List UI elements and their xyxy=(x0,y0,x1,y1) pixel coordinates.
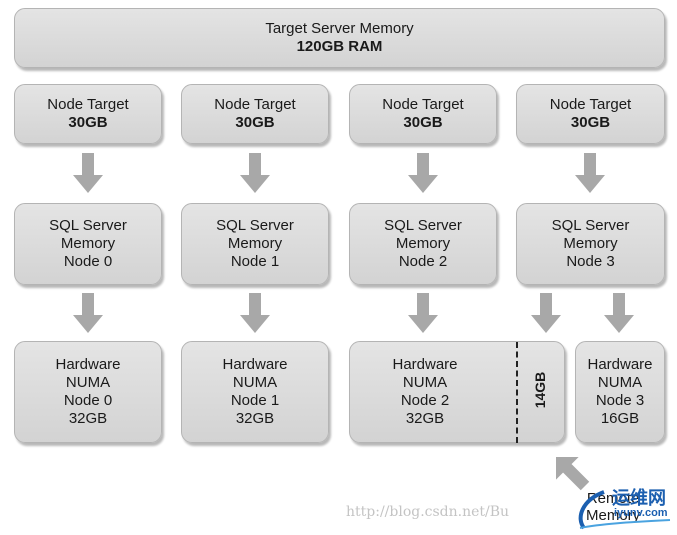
sql-node-box-3: SQL Server Memory Node 3 xyxy=(516,203,665,285)
sql-node-line3: Node 0 xyxy=(63,253,113,270)
target-server-memory-box: Target Server Memory 120GB RAM xyxy=(14,8,665,68)
diagonal-arrow-shaft xyxy=(562,463,590,491)
hw-node-box-3: Hardware NUMA Node 3 16GB xyxy=(575,341,665,443)
hw-node-line1: Hardware xyxy=(392,356,458,373)
down-arrow-icon xyxy=(575,153,605,193)
node-target-label: Node Target xyxy=(47,96,129,113)
down-arrow-icon xyxy=(408,293,438,333)
hw-node-box-0: Hardware NUMA Node 0 32GB xyxy=(14,341,162,443)
sql-node-line1: SQL Server xyxy=(551,217,630,234)
node-target-label: Node Target xyxy=(382,96,464,113)
down-arrow-icon xyxy=(604,293,634,333)
sql-node-line2: Memory xyxy=(60,235,116,252)
hw-node-line3: Node 3 xyxy=(595,392,645,409)
sql-node-box-0: SQL Server Memory Node 0 xyxy=(14,203,162,285)
node-target-box-0: Node Target 30GB xyxy=(14,84,162,144)
hw-node-line1: Hardware xyxy=(587,356,653,373)
hw-node-line3: Node 0 xyxy=(63,392,113,409)
sql-node-line3: Node 3 xyxy=(566,253,615,270)
logo-text: 运维网 xyxy=(612,488,666,509)
node-target-value: 30GB xyxy=(403,114,443,131)
target-server-value: 120GB RAM xyxy=(296,38,383,55)
node-target-box-3: Node Target 30GB xyxy=(516,84,665,144)
down-arrow-icon xyxy=(531,293,561,333)
down-arrow-icon xyxy=(73,293,103,333)
node-target-box-1: Node Target 30GB xyxy=(181,84,329,144)
sql-node-line1: SQL Server xyxy=(384,217,462,234)
sql-node-line1: SQL Server xyxy=(216,217,294,234)
hw-node-line1: Hardware xyxy=(55,356,121,373)
hw-node-size: 32GB xyxy=(405,410,445,427)
hw-node-line2: NUMA xyxy=(65,374,111,391)
sql-node-box-2: SQL Server Memory Node 2 xyxy=(349,203,497,285)
remote-partition-divider xyxy=(516,342,518,443)
hw-node-line2: NUMA xyxy=(402,374,448,391)
sql-node-line2: Memory xyxy=(563,235,618,252)
hw-node-box-2: Hardware NUMA Node 2 32GB xyxy=(349,341,565,443)
node-target-value: 30GB xyxy=(68,114,108,131)
sql-node-line2: Memory xyxy=(227,235,283,252)
hw-node-line2: NUMA xyxy=(597,374,643,391)
node-target-label: Node Target xyxy=(549,96,632,113)
logo-swoosh-icon xyxy=(578,490,671,530)
hw-node-line2: NUMA xyxy=(232,374,278,391)
logo-subtext: iyunv.com xyxy=(614,507,668,519)
hw-node-size: 32GB xyxy=(68,410,108,427)
hw-node-line1: Hardware xyxy=(222,356,288,373)
down-arrow-icon xyxy=(408,153,438,193)
hw-node-line3: Node 1 xyxy=(230,392,280,409)
remote-memory-line2: Memory xyxy=(586,507,641,524)
sql-node-line3: Node 2 xyxy=(398,253,448,270)
watermark-text: http://blog.csdn.net/Bu xyxy=(346,504,510,520)
node-target-value: 30GB xyxy=(235,114,275,131)
down-arrow-icon xyxy=(73,153,103,193)
hw-node-size: 32GB xyxy=(235,410,275,427)
hw-node-size: 16GB xyxy=(600,410,640,427)
down-arrow-icon xyxy=(240,153,270,193)
node-target-label: Node Target xyxy=(214,96,296,113)
site-logo: 运维网 iyunv.com xyxy=(570,482,674,530)
node-target-box-2: Node Target 30GB xyxy=(349,84,497,144)
down-arrow-icon xyxy=(240,293,270,333)
hw-node-line3: Node 2 xyxy=(400,392,450,409)
node-target-value: 30GB xyxy=(570,114,611,131)
hw-node-box-1: Hardware NUMA Node 1 32GB xyxy=(181,341,329,443)
target-server-title: Target Server Memory xyxy=(265,20,414,37)
sql-node-line3: Node 1 xyxy=(230,253,280,270)
sql-node-line1: SQL Server xyxy=(49,217,127,234)
sql-node-box-1: SQL Server Memory Node 1 xyxy=(181,203,329,285)
sql-node-line2: Memory xyxy=(395,235,451,252)
